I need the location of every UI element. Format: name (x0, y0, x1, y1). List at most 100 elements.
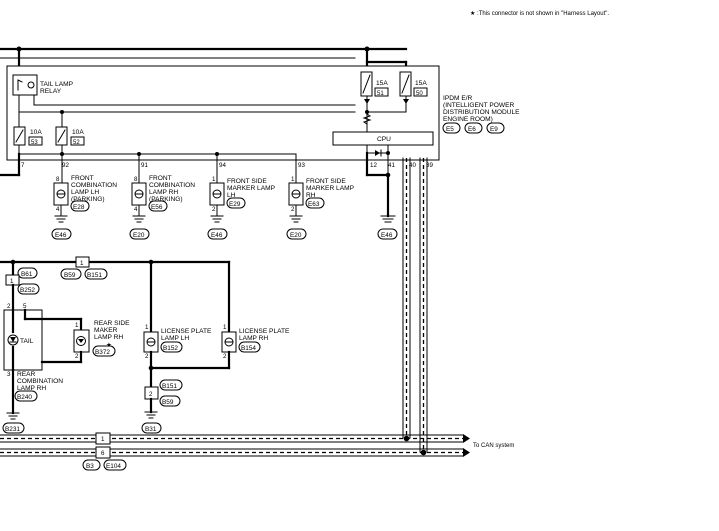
svg-text:10A: 10A (30, 129, 42, 136)
svg-text:LAMP RH: LAMP RH (239, 335, 268, 342)
svg-text:FRONT: FRONT (149, 175, 172, 182)
svg-text:COMBINATION: COMBINATION (17, 378, 63, 385)
front-side-marker-lamp-lh: 1 2 FRONT SIDE MARKER LAMP LH E29 E46 (207, 176, 276, 240)
can-system-label: To CAN system (473, 443, 514, 449)
svg-text:FRONT SIDE: FRONT SIDE (306, 178, 346, 185)
svg-text:★: ★ (106, 341, 112, 349)
svg-text:IPDM E/R: IPDM E/R (443, 95, 473, 102)
svg-text:15A: 15A (376, 80, 388, 87)
svg-text:5: 5 (23, 303, 27, 310)
cpu-input-circuit (362, 95, 409, 133)
relay-label-2: RELAY (40, 88, 62, 95)
svg-text:E28: E28 (73, 204, 85, 211)
license-plate-lamp-lh: 1 2 LICENSE PLATE LAMP LH B152 (143, 324, 231, 389)
svg-text:B31: B31 (145, 426, 157, 433)
svg-text:91: 91 (141, 162, 148, 169)
svg-text:1: 1 (80, 260, 84, 267)
front-combination-lamp-rh: 8 4 FRONT COMBINATION LAMP RH (PARKING) … (129, 175, 195, 240)
svg-text:1: 1 (101, 436, 105, 443)
front-side-marker-lamp-rh: 1 2 FRONT SIDE MARKER LAMP RH E63 E20 (286, 176, 355, 240)
svg-text:LAMP LH: LAMP LH (161, 335, 189, 342)
svg-text:LAMP RH: LAMP RH (94, 334, 123, 341)
svg-text:7: 7 (21, 162, 25, 169)
svg-text:E56: E56 (151, 204, 163, 211)
svg-text:1: 1 (291, 176, 295, 183)
svg-text:COMBINATION: COMBINATION (71, 182, 117, 189)
ipdm-output-wires: 7 92 91 94 93 12 41 40 39 (0, 144, 433, 184)
svg-text:REAR SIDE: REAR SIDE (94, 320, 130, 327)
svg-text:COMBINATION: COMBINATION (149, 182, 195, 189)
svg-text:2: 2 (149, 391, 153, 398)
joint-connector-b59: 1 B59 B151 (60, 256, 108, 280)
svg-text:6: 6 (101, 450, 105, 457)
svg-text:B59: B59 (64, 272, 76, 279)
ipdm-label: IPDM E/R (INTELLIGENT POWER DISTRIBUTION… (442, 95, 520, 134)
svg-text:E104: E104 (106, 463, 121, 470)
joint-connector-b151: B151 2 B59 B31 (141, 379, 183, 434)
svg-text:1: 1 (212, 176, 216, 183)
svg-text:2: 2 (75, 353, 79, 360)
svg-text:MARKER LAMP: MARKER LAMP (306, 185, 355, 192)
svg-text:E63: E63 (308, 201, 320, 208)
svg-text:B3: B3 (86, 463, 94, 470)
svg-text:15A: 15A (415, 80, 427, 87)
svg-text:MAKER: MAKER (94, 327, 118, 334)
svg-text:E6: E6 (468, 126, 476, 133)
svg-text:LAMP RH: LAMP RH (149, 189, 178, 196)
svg-text:50: 50 (416, 91, 423, 97)
front-combination-lamp-lh: 8 4 FRONT COMBINATION LAMP LH (PARKING) … (51, 175, 117, 240)
svg-text:39: 39 (426, 162, 433, 169)
svg-text:ENGINE ROOM): ENGINE ROOM) (443, 116, 493, 123)
svg-text:B151: B151 (162, 383, 177, 390)
relay-label-1: TAIL LAMP (40, 81, 74, 88)
svg-text:1: 1 (223, 324, 227, 331)
connector-b61: B61 1 B252 (5, 267, 40, 312)
svg-text:B252: B252 (20, 287, 35, 294)
rear-side-marker-lamp-rh: 1 2 REAR SIDE MAKER LAMP RH ★ B372 (40, 317, 130, 364)
svg-text:(INTELLIGENT POWER: (INTELLIGENT POWER (443, 102, 515, 109)
svg-text:2: 2 (145, 353, 149, 360)
svg-text:(PARKING): (PARKING) (71, 196, 105, 203)
svg-text:B61: B61 (21, 271, 33, 278)
tail-lamp-relay: TAIL LAMP RELAY (12, 74, 356, 113)
svg-text:53: 53 (31, 140, 38, 146)
svg-text:DISTRIBUTION MODULE: DISTRIBUTION MODULE (443, 109, 520, 116)
svg-text:LICENSE PLATE: LICENSE PLATE (161, 328, 212, 335)
svg-text:8: 8 (56, 176, 60, 183)
svg-text:2: 2 (7, 303, 11, 310)
svg-text:12: 12 (370, 162, 377, 169)
svg-text:4: 4 (134, 206, 138, 213)
svg-text:E9: E9 (490, 126, 498, 133)
svg-text:3: 3 (7, 371, 11, 378)
svg-text:1: 1 (145, 324, 149, 331)
svg-text:LAMP LH: LAMP LH (71, 189, 99, 196)
svg-text:10A: 10A (72, 129, 84, 136)
svg-text:92: 92 (62, 162, 69, 169)
svg-text:LAMP RH: LAMP RH (17, 385, 46, 392)
svg-text:41: 41 (388, 162, 395, 169)
can-connectors: 1 6 B3 E104 (82, 432, 127, 471)
svg-text:LH: LH (227, 192, 236, 199)
svg-text:E46: E46 (381, 232, 393, 239)
svg-text:B151: B151 (87, 272, 102, 279)
svg-text:RH: RH (306, 192, 316, 199)
svg-text:E29: E29 (229, 201, 241, 208)
svg-text:40: 40 (409, 162, 416, 169)
cpu-label: CPU (377, 136, 391, 143)
svg-text:B154: B154 (241, 345, 256, 352)
cpu-box (332, 131, 434, 146)
svg-text:52: 52 (73, 140, 80, 146)
rear-feed-wires (0, 259, 231, 334)
svg-text:8: 8 (134, 176, 138, 183)
svg-text:MARKER LAMP: MARKER LAMP (227, 185, 276, 192)
svg-text:E20: E20 (133, 232, 145, 239)
svg-text:1: 1 (75, 322, 79, 329)
svg-text:FRONT: FRONT (71, 175, 94, 182)
svg-text:51: 51 (377, 91, 384, 97)
svg-text:B240: B240 (17, 394, 32, 401)
ipdm-ground-circuit: E46 (365, 144, 398, 240)
svg-text:LICENSE PLATE: LICENSE PLATE (239, 328, 290, 335)
svg-text:FRONT SIDE: FRONT SIDE (227, 178, 267, 185)
svg-text:B152: B152 (163, 345, 178, 352)
